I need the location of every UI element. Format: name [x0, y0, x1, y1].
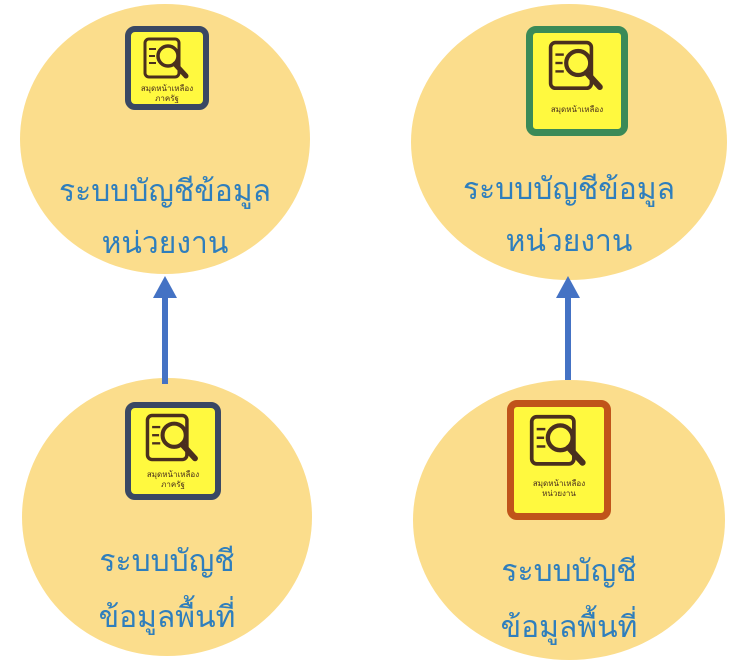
icon-title: สมุดหน้าเหลือง: [550, 105, 604, 114]
node-label-line1: ระบบบัญชี: [501, 554, 637, 589]
app-icon-agency-directory: สมุดหน้าเหลือง หน่วยงาน: [507, 400, 611, 520]
node-label-line2: หน่วยงาน: [101, 226, 229, 261]
node-agency-catalog-standalone: สมุดหน้าเหลือง ระบบบัญชีข้อมูล หน่วยงาน: [411, 4, 727, 280]
arrow-left-connector: [153, 276, 177, 384]
arrow-right-connector: [556, 276, 580, 380]
node-label-line1: ระบบบัญชี: [99, 544, 235, 579]
icon-subtitle: ภาครัฐ: [161, 480, 185, 489]
app-icon-agency-directory: สมุดหน้าเหลือง: [526, 26, 628, 136]
app-icon-government-directory: สมุดหน้าเหลือง ภาครัฐ: [125, 26, 209, 110]
icon-title: สมุดหน้าเหลือง: [140, 84, 194, 93]
app-icon-government-directory: สมุดหน้าเหลือง ภาครัฐ: [125, 402, 221, 500]
magnifier-document-icon: [143, 37, 189, 79]
magnifier-document-icon: [529, 414, 586, 466]
magnifier-document-icon: [548, 40, 603, 90]
icon-subtitle: หน่วยงาน: [542, 489, 576, 498]
magnifier-document-icon: [145, 413, 198, 462]
node-agency-catalog-government: สมุดหน้าเหลือง ภาครัฐ ระบบบัญชีข้อมูล หน…: [20, 4, 310, 274]
node-area-catalog-government: สมุดหน้าเหลือง ภาครัฐ ระบบบัญชี ข้อมูลพื…: [22, 378, 312, 656]
node-label-line2: หน่วยงาน: [505, 224, 633, 259]
node-area-catalog-agency: สมุดหน้าเหลือง หน่วยงาน ระบบบัญชี ข้อมูล…: [413, 380, 725, 660]
node-label-line1: ระบบบัญชีข้อมูล: [463, 172, 675, 207]
icon-title: สมุดหน้าเหลือง: [532, 479, 586, 488]
node-label-line2: ข้อมูลพื้นที่: [98, 600, 236, 635]
node-label-line2: ข้อมูลพื้นที่: [500, 610, 638, 645]
icon-title: สมุดหน้าเหลือง: [146, 470, 200, 479]
node-label-line1: ระบบบัญชีข้อมูล: [59, 174, 271, 209]
icon-subtitle: ภาครัฐ: [155, 94, 179, 103]
